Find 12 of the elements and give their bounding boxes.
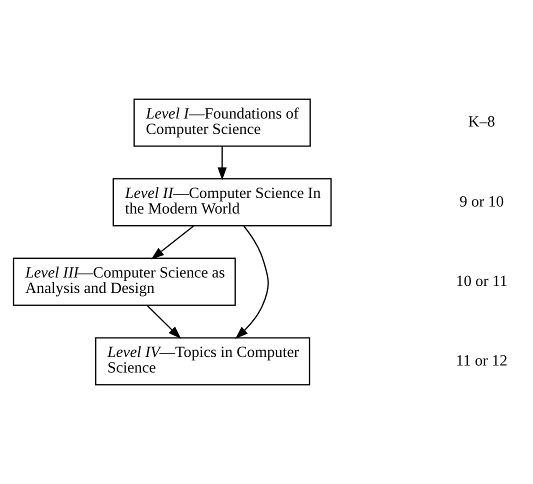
label: 10 or 11 (456, 272, 508, 290)
arrow (218, 146, 227, 180)
node-box: Level I—Foundations of Computer Science (134, 98, 311, 147)
node-box: Level III—Computer Science as Analysis and Design (12, 258, 236, 306)
arrow (146, 304, 182, 339)
arrow (235, 226, 269, 339)
arrow (151, 225, 194, 260)
label: K–8 (468, 114, 496, 131)
node-box: Level II—Computer Science In the Modern World (112, 178, 332, 226)
node-box: Level IV—Topics in Computer Science (95, 337, 310, 386)
label: 11 or 12 (456, 352, 508, 370)
label: 9 or 10 (460, 193, 504, 210)
